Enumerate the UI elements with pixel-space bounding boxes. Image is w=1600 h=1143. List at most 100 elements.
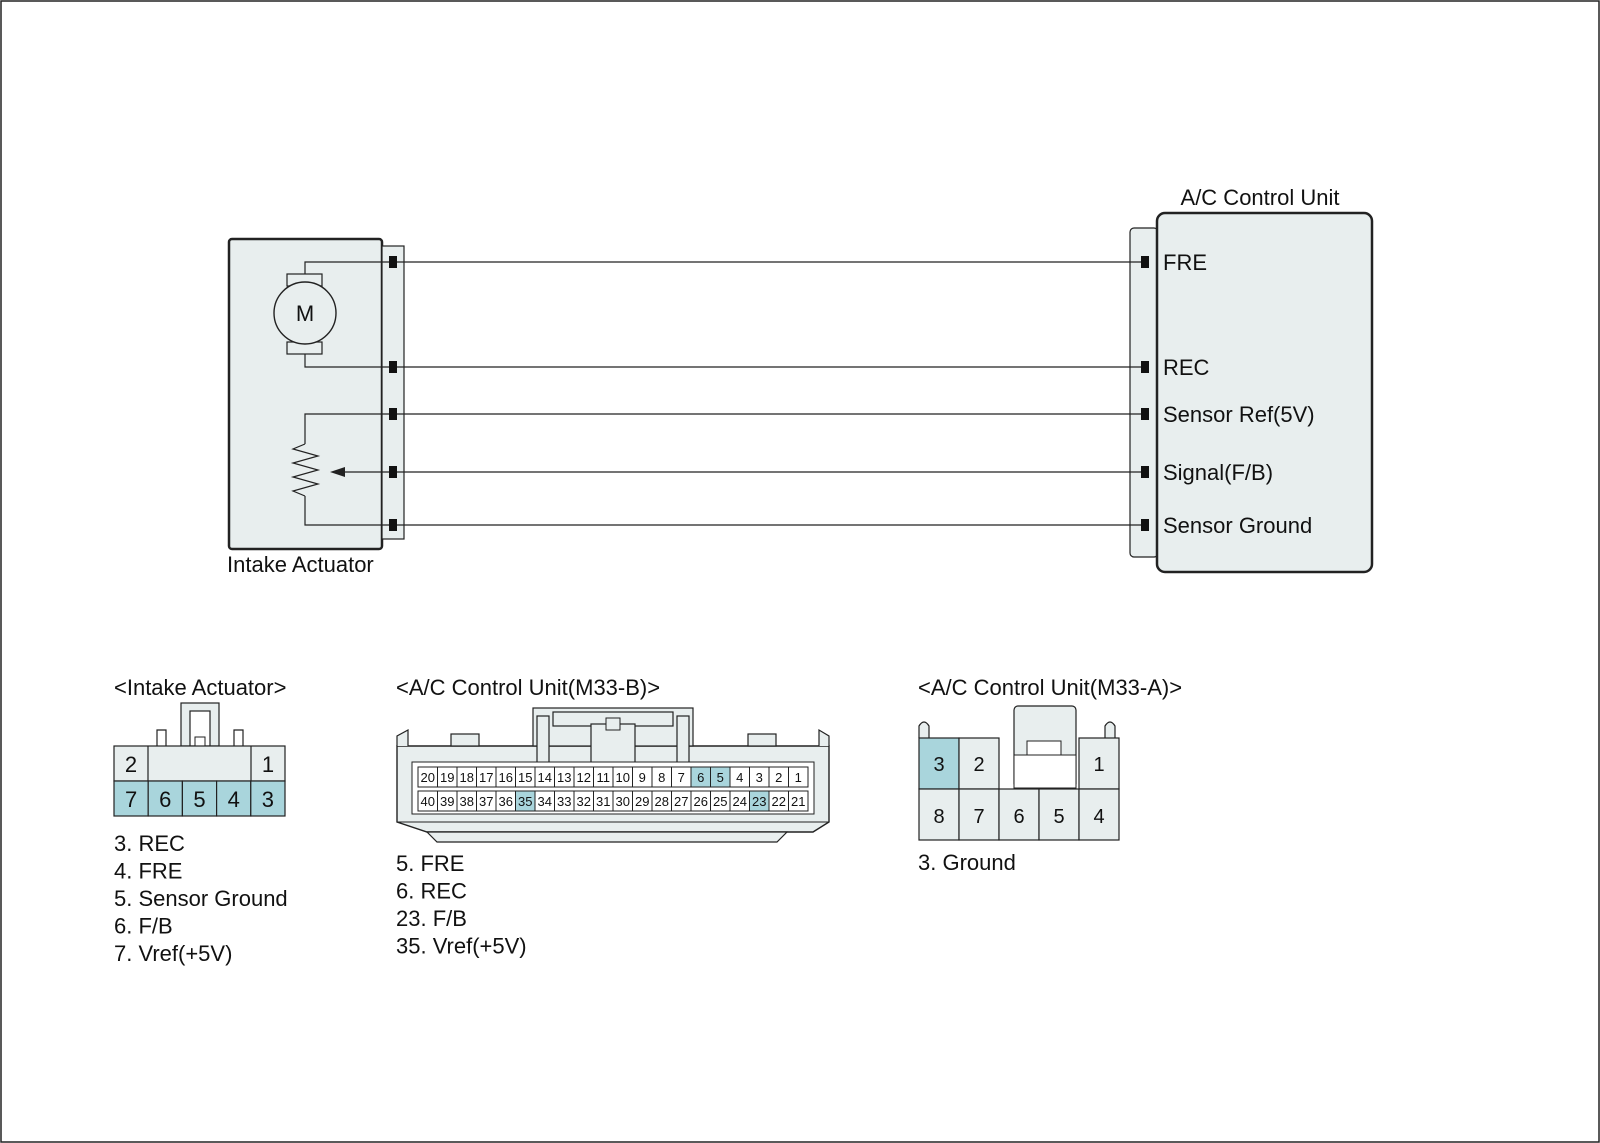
control-unit-terminal-1 [1141, 256, 1149, 268]
control-unit-terminal-3 [1141, 408, 1149, 420]
m33b-pin-label: 16 [499, 770, 513, 785]
m33b-pin-label: 36 [499, 794, 513, 809]
m33b-pin-label: 17 [479, 770, 493, 785]
control-unit-terminal-5 [1141, 519, 1149, 531]
intake-pin-cell [216, 780, 252, 817]
control-unit-terminal-4 [1141, 466, 1149, 478]
control-unit-body [1155, 211, 1374, 574]
m33b-pin-label: 10 [616, 770, 630, 785]
intake-pin-label: 4 [228, 787, 240, 812]
m33b-pin-label: 27 [674, 794, 688, 809]
actuator-label: Intake Actuator [227, 552, 374, 577]
actuator-terminal-2 [389, 361, 397, 373]
m33b-pin-label: 13 [557, 770, 571, 785]
m33b-pin-label: 6 [697, 770, 704, 785]
m33b-pin-label: 8 [658, 770, 665, 785]
intake-pin-label: 1 [262, 752, 274, 777]
motor-wire-bottom [304, 354, 393, 368]
m33b-legend-item: 35. Vref(+5V) [396, 934, 527, 959]
m33a-left-ear [918, 721, 930, 738]
m33b-pin-label: 35 [518, 794, 532, 809]
m33b-pin-label: 14 [538, 770, 552, 785]
m33a-pin-cell [958, 788, 1000, 841]
m33b-pin-label: 21 [791, 794, 805, 809]
intake-connector-latch-right [233, 729, 244, 746]
actuator-terminal-3 [389, 408, 397, 420]
control-unit-connector-strip [1129, 227, 1159, 558]
intake-pin-cell [113, 780, 149, 817]
intake-connector-lock-tab [194, 736, 206, 747]
motor-label: M [296, 301, 314, 326]
m33b-pin-label: 18 [460, 770, 474, 785]
m33a-pin-label: 4 [1093, 806, 1104, 828]
intake-actuator-block: M Intake Actuator [227, 237, 405, 577]
m33b-pin-label: 23 [752, 794, 766, 809]
m33a-pin-cell [1038, 788, 1080, 841]
pot-wire-bottom [304, 496, 393, 526]
m33b-legend-item: 23. F/B [396, 906, 467, 931]
m33b-legend-item: 6. REC [396, 879, 467, 904]
actuator-terminal-1 [389, 256, 397, 268]
m33b-pin-label: 7 [678, 770, 685, 785]
m33a-pin-cell [998, 788, 1040, 841]
m33a-pin-cell [918, 788, 960, 841]
terminal-label: Sensor Ground [1163, 513, 1312, 538]
m33a-pin-label: 8 [933, 806, 944, 828]
m33b-pin-label: 15 [518, 770, 532, 785]
m33b-pin-label: 33 [557, 794, 571, 809]
control-unit-terminal-2 [1141, 361, 1149, 373]
m33b-pin-label: 19 [440, 770, 454, 785]
intake-legend-item: 7. Vref(+5V) [114, 941, 232, 966]
m33b-pin-label: 4 [736, 770, 743, 785]
m33b-lock-post-left [536, 715, 550, 765]
m33b-pin-label: 24 [733, 794, 747, 809]
intake-connector-latch [156, 729, 167, 746]
pot-wire-top [304, 413, 393, 444]
m33b-pin-label: 12 [577, 770, 591, 785]
motor-wire-top [304, 261, 393, 274]
ac-control-unit-block: A/C Control Unit [1129, 185, 1374, 574]
m33a-pin-cell [1078, 737, 1120, 790]
m33b-pin-label: 3 [756, 770, 763, 785]
actuator-connector-strip [381, 245, 405, 540]
intake-pin-label: 5 [193, 787, 205, 812]
m33a-pin-cell [1078, 788, 1120, 841]
intake-pin-label: 3 [262, 787, 274, 812]
potentiometer-resistor [290, 443, 321, 497]
m33a-pin-cell [918, 737, 960, 790]
m33b-lock-button [605, 717, 621, 731]
m33a-lock-tab [1026, 740, 1062, 756]
m33a-right-ear [1104, 721, 1116, 738]
m33b-pin-label: 25 [713, 794, 727, 809]
wire-harness [389, 256, 1149, 531]
m33b-pin-label: 5 [717, 770, 724, 785]
m33b-pin-label: 9 [639, 770, 646, 785]
m33b-pin-label: 39 [440, 794, 454, 809]
m33b-left-guide [450, 733, 480, 747]
m33b-pin-label: 40 [421, 794, 435, 809]
m33b-pin-cell [788, 790, 809, 812]
m33b-connector-title: <A/C Control Unit(M33-B)> [396, 675, 660, 700]
m33a-pin-label: 2 [973, 754, 984, 776]
m33b-pin-label: 11 [597, 770, 611, 785]
m33b-pin-label: 1 [795, 770, 802, 785]
m33b-right-ear [818, 728, 830, 746]
intake-legend-item: 5. Sensor Ground [114, 886, 288, 911]
m33b-lock-post-right [676, 715, 690, 765]
m33b-pin-label: 28 [655, 794, 669, 809]
pot-wiper-arrow [330, 467, 345, 477]
m33b-housing-bottom [425, 831, 789, 843]
m33b-legend-item: 5. FRE [396, 851, 464, 876]
m33a-pin-label: 6 [1013, 806, 1024, 828]
m33b-pin-label: 29 [635, 794, 649, 809]
m33b-pin-label: 26 [694, 794, 708, 809]
m33a-lock-recess [1013, 754, 1077, 789]
